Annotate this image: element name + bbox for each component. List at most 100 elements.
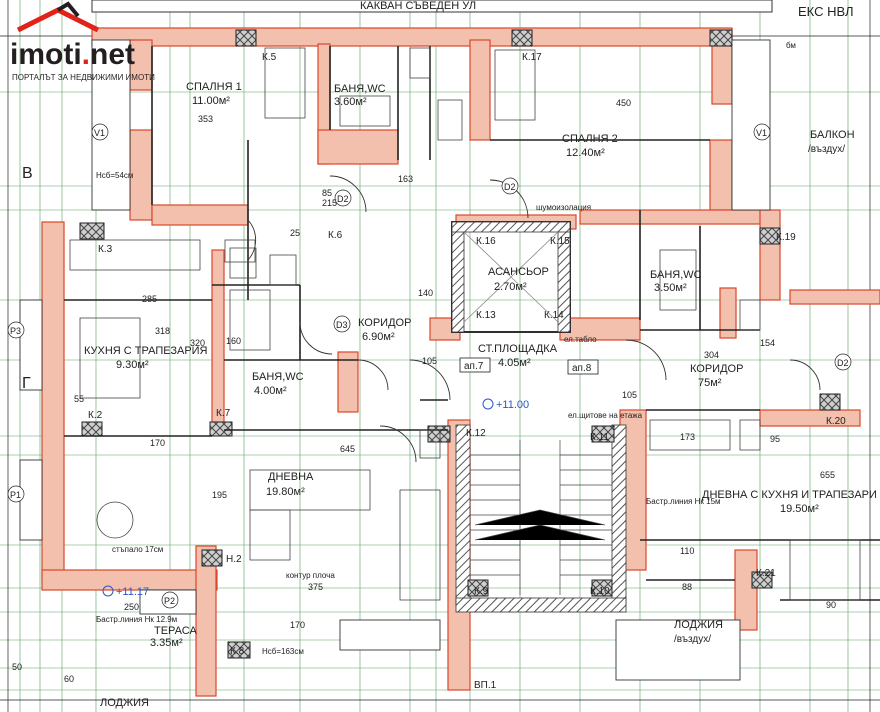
level-terrace: +11.17: [116, 586, 149, 598]
room-bedroom1-name: СПАЛНЯ 1: [186, 81, 242, 93]
room-kitchen-area: 9.30м²: [116, 359, 149, 371]
apartment-7-tag: ап.7: [464, 361, 484, 372]
apartment-tags: ап.7 ап.8: [459, 357, 599, 375]
room-living2-area: 19.50м²: [780, 503, 819, 515]
column-label: К.6: [328, 230, 343, 241]
column-label: К.16: [476, 236, 496, 247]
brand-name-main: imoti: [10, 38, 82, 71]
street-strip: [91, 0, 773, 13]
dimension-label: 105: [622, 390, 637, 400]
note-guard2: Бастр.линия Нк 12.9м: [96, 615, 177, 624]
room-living-name: ДНЕВНА: [268, 471, 314, 483]
room-terrace-area: 3.35м²: [150, 637, 183, 649]
note-stair: стъпало 17см: [112, 545, 163, 554]
column-label: К.5: [262, 52, 277, 63]
column-label: К.11: [590, 432, 609, 443]
dimension-label: 25: [290, 228, 300, 238]
dimension-label: 163: [398, 174, 413, 184]
dimension-label: 195: [212, 490, 227, 500]
brand-tagline: ПОРТАЛЪТ ЗА НЕДВИЖИМИ ИМОТИ: [12, 73, 155, 82]
shaft-wall-top: [451, 221, 571, 233]
column-label: К.19: [776, 232, 796, 243]
door-tag: D2: [504, 182, 516, 192]
dimension-label: 173: [680, 432, 695, 442]
room-bath1-area: 3.60м²: [334, 96, 367, 108]
column-label: ВП.1: [474, 680, 497, 691]
note-el-board1: ел.табло: [564, 335, 597, 344]
note-guard1: Бастр.линия Нк 15м: [646, 497, 721, 506]
room-bath3-name: БАНЯ,WC: [252, 371, 304, 383]
svg-text:imoti.net: imoti.net: [10, 38, 135, 71]
room-landing-area: 4.05м²: [498, 357, 531, 369]
door-tag: D2: [337, 194, 349, 204]
room-elevator-area: 2.70м²: [494, 281, 527, 293]
level-markers: +11.00 +11.17: [102, 398, 529, 598]
dimension-label: 320: [190, 338, 205, 348]
apartment-8-tag: ап.8: [572, 363, 592, 374]
dimension-label: 450: [616, 98, 631, 108]
dimension-label: 645: [340, 444, 355, 454]
dimension-label: 375: [308, 582, 323, 592]
column-label: К.15: [550, 236, 570, 247]
dimension-labels: 353 450 320 318 285 170 645 655 304 140 …: [12, 98, 836, 684]
note-contour: контур плоча: [286, 571, 335, 580]
dimension-label: 304: [704, 350, 719, 360]
dimension-label: 90: [826, 600, 836, 610]
dimension-label: 170: [290, 620, 305, 630]
note-hcb2: Нсб=54см: [96, 171, 133, 180]
door-swings: [247, 175, 821, 463]
window-tag: P2: [164, 596, 175, 606]
dimension-label: 215: [322, 198, 337, 208]
room-bath1-name: БАНЯ,WC: [334, 83, 386, 95]
axis-b-label: В: [22, 165, 33, 182]
level-upper: +11.00: [496, 399, 529, 411]
brand-logo: imoti.net ПОРТАЛЪТ ЗА НЕДВИЖИМИ ИМОТИ: [10, 1, 155, 82]
dimension-label: 170: [150, 438, 165, 448]
door-tag: D3: [336, 320, 348, 330]
annotations: шумоизолация ел.табло ел.щитове на етажа…: [96, 41, 796, 656]
note-el-board2: ел.щитове на етажа: [568, 411, 643, 420]
room-bedroom2-area: 12.40м²: [566, 147, 605, 159]
room-bedroom2-name: СПАЛНЯ 2: [562, 133, 618, 145]
dimension-label: 88: [682, 582, 692, 592]
shaft-wall-left: [451, 221, 465, 333]
room-kitchen-name: КУХНЯ С ТРАПЕЗАРИЯ: [84, 345, 208, 357]
brand-name-tld: net: [90, 38, 135, 71]
room-balcony-note: /въздух/: [808, 144, 845, 155]
column-label: К.7: [216, 408, 231, 419]
room-living-area: 19.80м²: [266, 486, 305, 498]
dimension-label: 95: [770, 434, 780, 444]
dimension-label: 318: [155, 326, 170, 336]
column-label: К.21: [756, 568, 776, 579]
dimension-label: 110: [680, 546, 694, 556]
column-label: К.12: [466, 428, 486, 439]
column-label: К.17: [522, 52, 542, 63]
stair-wall-left: [455, 424, 471, 606]
dimension-label: 285: [142, 294, 157, 304]
column-label: К.8: [230, 646, 245, 657]
dimension-label: 60: [64, 674, 74, 684]
dimension-label: 160: [226, 336, 241, 346]
furniture: [69, 47, 861, 601]
column-label: К.14: [544, 310, 564, 321]
column-label: К.2: [88, 410, 103, 421]
dimension-label: 655: [820, 470, 835, 480]
axis-g-label: Г: [22, 375, 31, 392]
column-label: Н.2: [226, 554, 242, 565]
column-label: К.20: [826, 416, 846, 427]
room-bath2-name: БАНЯ,WC: [650, 269, 702, 281]
note-shaft: шумоизолация: [536, 203, 591, 212]
column-label: К.9: [474, 586, 489, 597]
window-tag: P1: [10, 490, 21, 500]
elevator-cross: [463, 231, 559, 323]
dimension-label: 55: [74, 394, 84, 404]
column-label: К.3: [98, 244, 113, 255]
room-corridor2-name: КОРИДОР: [690, 363, 743, 375]
opening-tags: D2 D2 D3 D2 V1 V1 P3 P1 P2: [7, 123, 852, 609]
room-landing-name: СТ.ПЛОЩАДКА: [478, 343, 558, 355]
room-terrace-name: ТЕРАСА: [154, 625, 197, 637]
brand-name-dot: .: [82, 38, 90, 71]
dimension-label: 105: [422, 356, 437, 366]
stair-wall-right: [611, 424, 627, 606]
axis-markers: В Г: [22, 165, 33, 392]
